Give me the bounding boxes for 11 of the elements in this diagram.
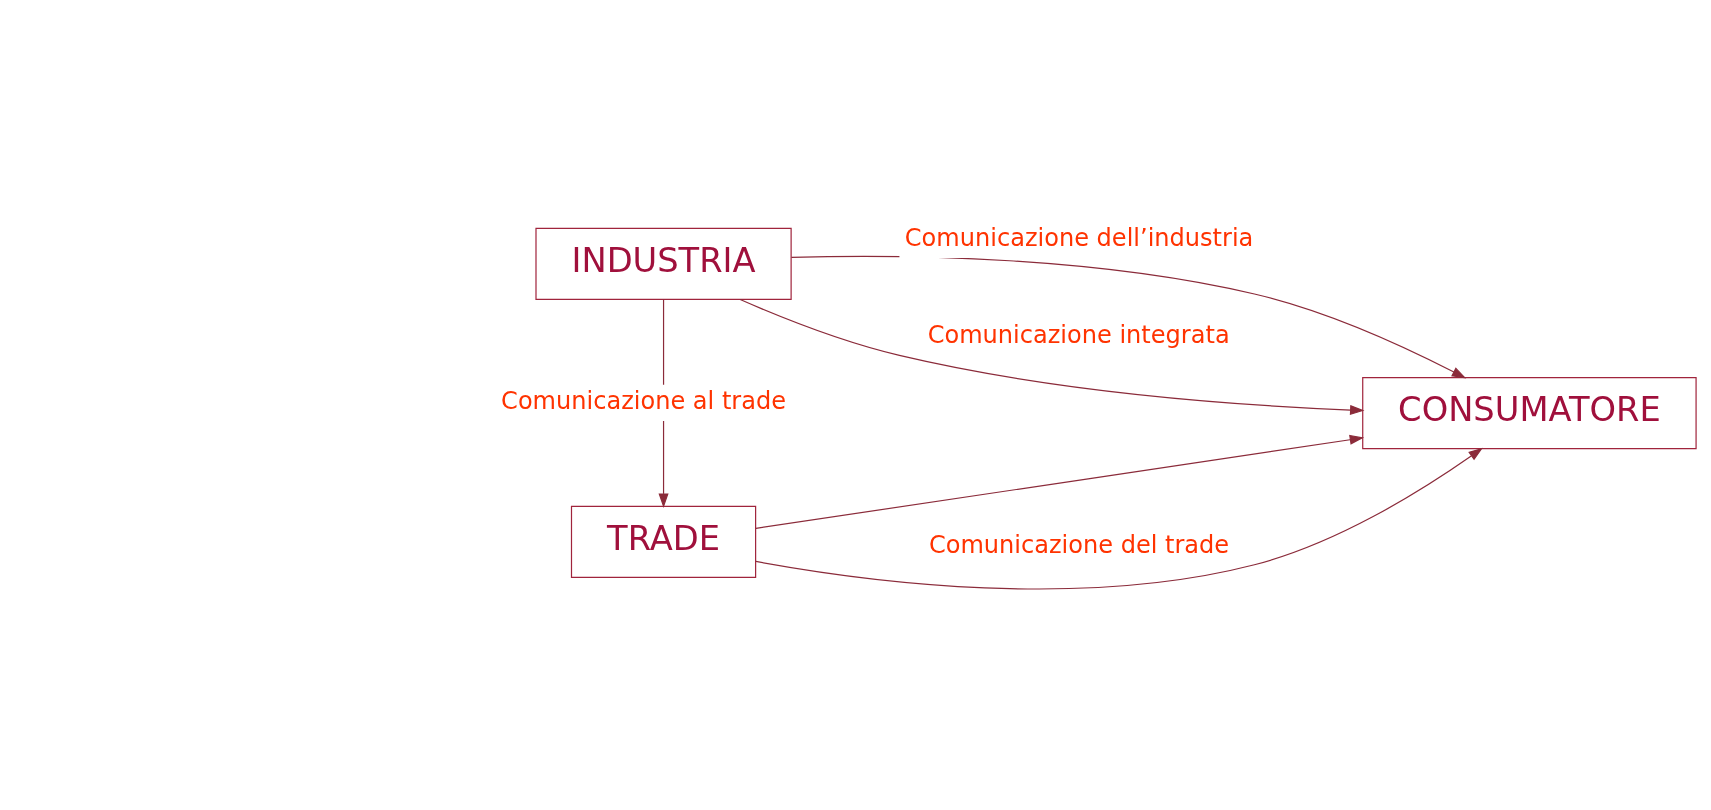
arrow xyxy=(755,447,1483,590)
edge-label: Comunicazione al trade xyxy=(501,386,787,415)
arrow xyxy=(755,434,1365,529)
node-box: CONSUMATORE xyxy=(1362,376,1697,449)
edge-label: Comunicazione integrata xyxy=(927,320,1230,349)
node-box: TRADE xyxy=(570,505,757,578)
edge-label: Comunicazione del trade xyxy=(928,530,1230,559)
arrow xyxy=(739,298,1365,415)
node-box: INDUSTRIA xyxy=(535,227,792,300)
edge-label: Comunicazione dell’industria xyxy=(904,223,1254,252)
arrow xyxy=(790,255,1467,378)
